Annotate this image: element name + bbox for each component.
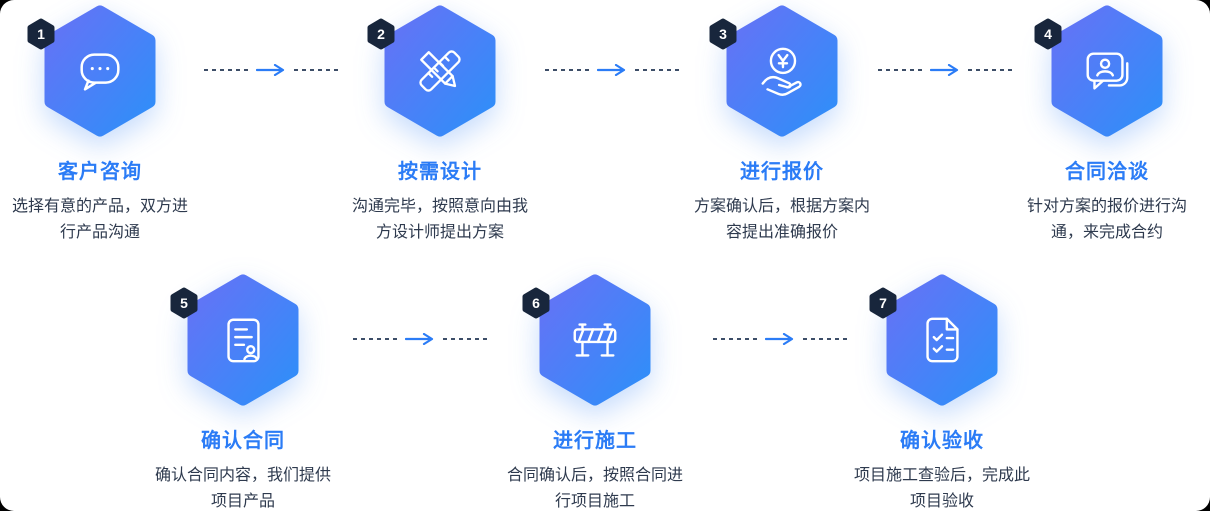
step-number: 4	[1044, 26, 1052, 42]
flow-arrow	[878, 64, 1012, 76]
dotted-line	[878, 69, 922, 71]
step-title: 进行报价	[740, 161, 824, 183]
step-title: 按需设计	[398, 161, 482, 183]
step-number-badge: 5	[169, 286, 199, 320]
step-4: 4 合同洽谈 针对方案的报价进行沟 通，来完成合约	[1002, 5, 1210, 246]
checklist-icon	[915, 313, 969, 367]
arrow-icon	[765, 333, 794, 345]
step-description: 选择有意的产品，双方进 行产品沟通	[11, 198, 188, 241]
step-3: 3 进行报价 方案确认后，根据方案内 容提出准确报价	[677, 5, 887, 246]
step-number: 5	[180, 295, 188, 311]
contract-document-icon	[216, 313, 270, 367]
step-6: 6 进行施工 合同确认后，按照合同进 行项目施工	[490, 274, 700, 511]
dotted-line	[968, 69, 1012, 71]
step-title: 客户咨询	[58, 161, 142, 183]
dotted-line	[713, 338, 757, 340]
hexagon-tile: 3	[709, 5, 840, 137]
dotted-line	[294, 69, 338, 71]
step-1: 1 客户咨询 选择有意的产品，双方进 行产品沟通	[0, 5, 205, 246]
step-number: 6	[532, 295, 540, 311]
dotted-line	[545, 69, 589, 71]
step-description: 合同确认后，按照合同进 行项目施工	[506, 467, 683, 510]
dotted-line	[635, 69, 679, 71]
step-description: 项目施工查验后，完成此 项目验收	[853, 467, 1030, 510]
construction-barrier-icon	[568, 313, 622, 367]
step-number-badge: 3	[708, 17, 738, 51]
dotted-line	[803, 338, 847, 340]
dotted-line	[204, 69, 248, 71]
hexagon-tile: 6	[522, 274, 653, 406]
hexagon-tile: 1	[27, 5, 158, 137]
step-number-badge: 1	[26, 17, 56, 51]
hand-coin-icon	[755, 44, 809, 98]
step-description: 针对方案的报价进行沟 通，来完成合约	[1026, 198, 1187, 241]
step-number: 3	[719, 26, 727, 42]
step-number-badge: 2	[366, 17, 396, 51]
step-number: 1	[37, 26, 45, 42]
chat-bubble-icon	[73, 44, 127, 98]
step-number-badge: 4	[1033, 17, 1063, 51]
pencil-ruler-icon	[413, 44, 467, 98]
step-title: 合同洽谈	[1065, 161, 1149, 183]
step-number: 7	[879, 295, 887, 311]
step-2: 2 按需设计 沟通完毕，按照意向由我 方设计师提出方案	[335, 5, 545, 246]
hexagon-tile: 5	[170, 274, 301, 406]
step-5: 5 确认合同 确认合同内容，我们提供 项目产品	[138, 274, 348, 511]
flow-arrow	[353, 333, 487, 345]
dotted-line	[353, 338, 397, 340]
hexagon-tile: 7	[869, 274, 1000, 406]
arrow-icon	[930, 64, 959, 76]
person-bubble-icon	[1080, 44, 1134, 98]
step-title: 确认合同	[201, 430, 285, 452]
hexagon-tile: 2	[367, 5, 498, 137]
arrow-icon	[405, 333, 434, 345]
hexagon-tile: 4	[1034, 5, 1165, 137]
flow-arrow	[204, 64, 338, 76]
step-title: 确认验收	[900, 430, 984, 452]
step-number-badge: 6	[521, 286, 551, 320]
flow-arrow	[545, 64, 679, 76]
step-number: 2	[377, 26, 385, 42]
step-description: 确认合同内容，我们提供 项目产品	[154, 467, 331, 510]
step-title: 进行施工	[553, 430, 637, 452]
arrow-icon	[597, 64, 626, 76]
step-description: 沟通完毕，按照意向由我 方设计师提出方案	[351, 198, 528, 241]
step-description: 方案确认后，根据方案内 容提出准确报价	[693, 198, 870, 241]
dotted-line	[443, 338, 487, 340]
flow-arrow	[713, 333, 847, 345]
step-number-badge: 7	[868, 286, 898, 320]
step-7: 7 确认验收 项目施工查验后，完成此 项目验收	[837, 274, 1047, 511]
arrow-icon	[256, 64, 285, 76]
